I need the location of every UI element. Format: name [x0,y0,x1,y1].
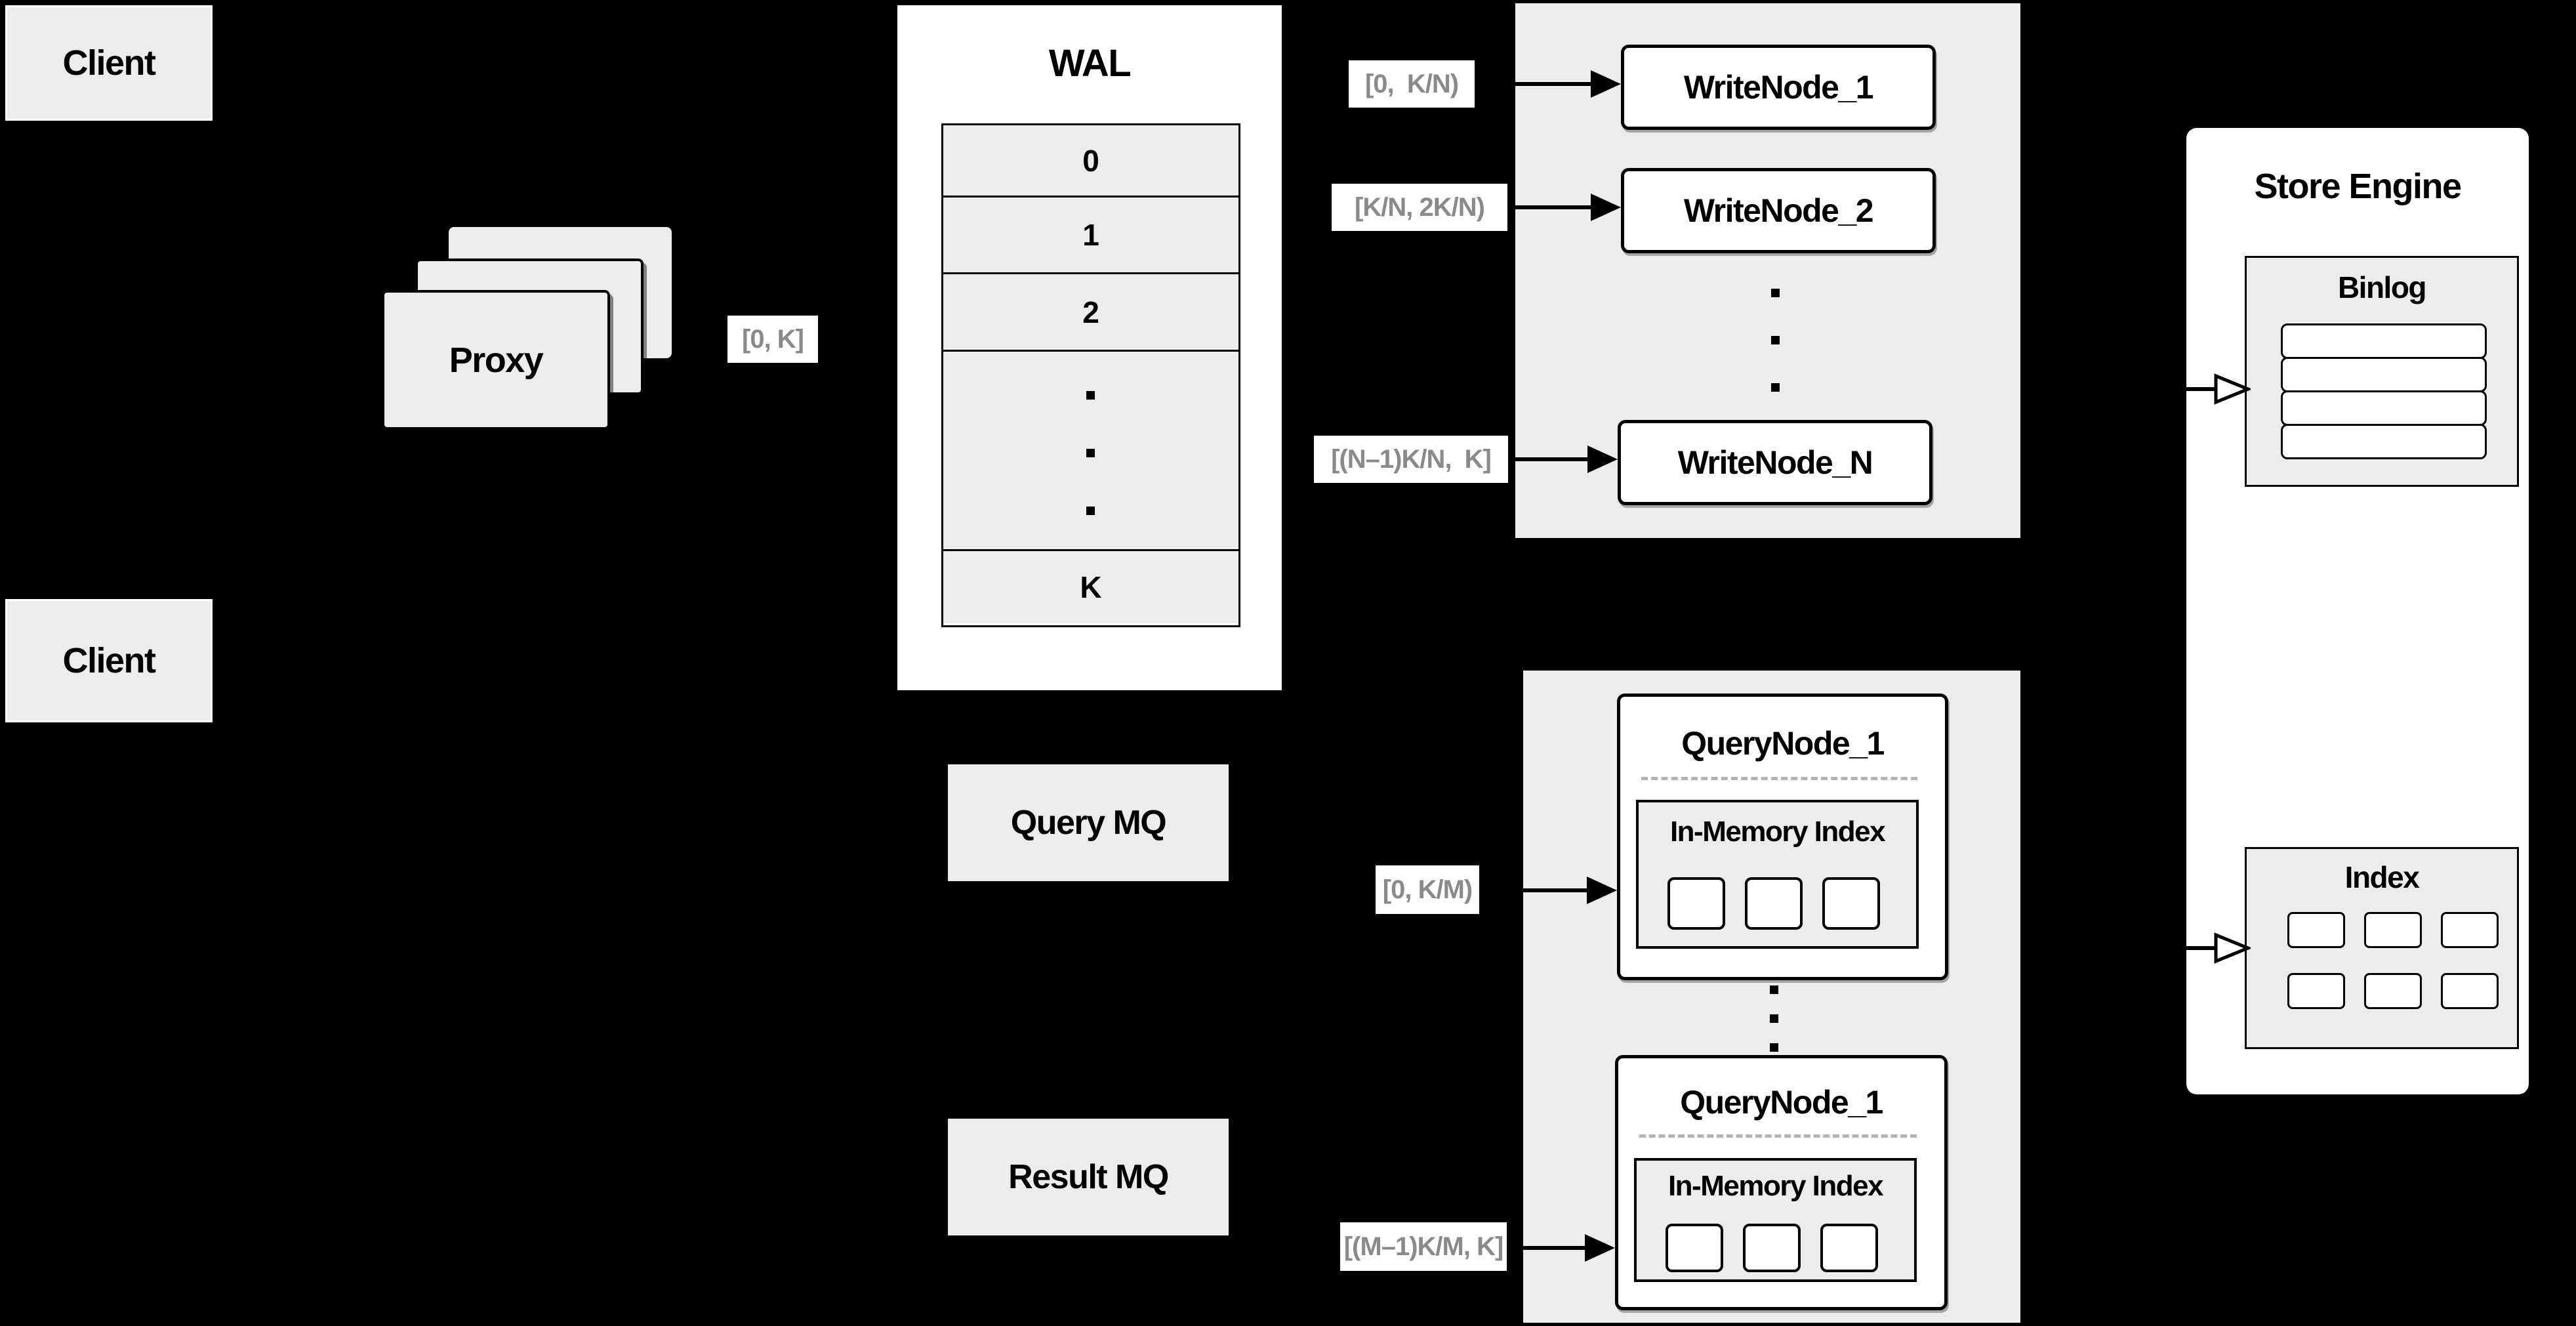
wal-segment-0: 0 [943,125,1238,196]
binlog-row [2281,357,2487,392]
querynode-vertical-ellipsis-icon [1770,985,1779,1052]
wal-segment-2: 2 [943,272,1238,350]
in-memory-index-bottom-box: In-Memory Index [1634,1158,1917,1282]
binlog-title: Binlog [2337,270,2427,304]
binlog-rows [2281,323,2487,459]
range-label-querynode-1: [0, K/M) [1376,865,1479,914]
index-cell [2287,973,2345,1009]
wal-panel: WAL 0 1 2 K [895,3,1284,692]
binlog-row [2281,424,2487,459]
range-label-writenode-2: [K/N, 2K/N) [1332,184,1507,231]
wal-segment-1: 1 [943,196,1238,272]
range-label-writenode-n: [(N–1)K/N, K] [1314,436,1508,483]
querynode-top-title: QueryNode_1 [1681,725,1885,762]
store-engine-panel: Store Engine Binlog Index [2186,128,2529,1094]
client-bottom-label: Client [62,641,156,680]
writenode-1-label: WriteNode_1 [1683,69,1874,106]
binlog-row [2281,390,2487,426]
writenode-2-box: WriteNode_2 [1621,168,1936,253]
index-cell [2364,912,2422,948]
range-label-proxy-wal: [0, K] [727,316,818,363]
index-cells [2287,912,2504,1009]
querynode-top-box: QueryNode_1 In-Memory Index [1617,694,1948,980]
querynode-bottom-box: QueryNode_1 In-Memory Index [1615,1055,1948,1310]
segment-cell [1666,1224,1723,1272]
wal-segment-table: 0 1 2 K [941,123,1240,627]
segment-cell [1667,877,1725,930]
query-mq-box: Query MQ [948,764,1229,881]
index-box: Index [2245,847,2519,1049]
querynode-bottom-divider [1639,1134,1917,1138]
index-title: Index [2344,860,2420,894]
proxy-card-front: Proxy [382,290,610,430]
wal-segment-k: K [943,549,1238,623]
index-cell [2364,973,2422,1009]
range-label-querynode-m: [(M–1)K/M, K] [1340,1222,1507,1271]
index-cell [2441,973,2499,1009]
writenode-vertical-ellipsis-icon [1771,289,1780,394]
in-memory-index-top-cells [1667,877,1880,930]
wal-vertical-ellipsis-icon [1086,391,1095,516]
binlog-row [2281,323,2487,359]
writenode-n-label: WriteNode_N [1677,444,1873,481]
hollow-arrowhead-icon [2214,373,2251,405]
querynode-top-divider [1641,777,1917,780]
wal-segment-gap [943,350,1238,549]
segment-cell [1822,877,1880,930]
store-engine-title: Store Engine [2254,167,2462,206]
in-memory-index-top-title: In-Memory Index [1669,816,1886,848]
wal-title: WAL [1048,42,1132,85]
writenode-1-box: WriteNode_1 [1621,45,1936,130]
result-mq-box: Result MQ [948,1119,1229,1235]
client-box-top: Client [5,5,213,121]
proxy-label: Proxy [449,340,544,380]
result-mq-label: Result MQ [1008,1158,1169,1196]
writenode-n-box: WriteNode_N [1618,420,1932,505]
binlog-box: Binlog [2245,256,2519,487]
hollow-arrowhead-icon [2214,932,2251,964]
segment-cell [1820,1224,1878,1272]
client-top-label: Client [62,43,156,83]
segment-cell [1745,877,1803,930]
querynode-bottom-title: QueryNode_1 [1680,1084,1883,1121]
in-memory-index-bottom-title: In-Memory Index [1667,1170,1884,1202]
in-memory-index-top-box: In-Memory Index [1636,800,1919,949]
writenode-2-label: WriteNode_2 [1683,192,1874,229]
client-box-bottom: Client [5,599,213,722]
segment-cell [1743,1224,1801,1272]
range-label-writenode-1: [0, K/N) [1349,60,1475,108]
in-memory-index-bottom-cells [1666,1224,1878,1272]
index-cell [2441,912,2499,948]
index-cell [2287,912,2345,948]
query-mq-label: Query MQ [1010,804,1167,842]
